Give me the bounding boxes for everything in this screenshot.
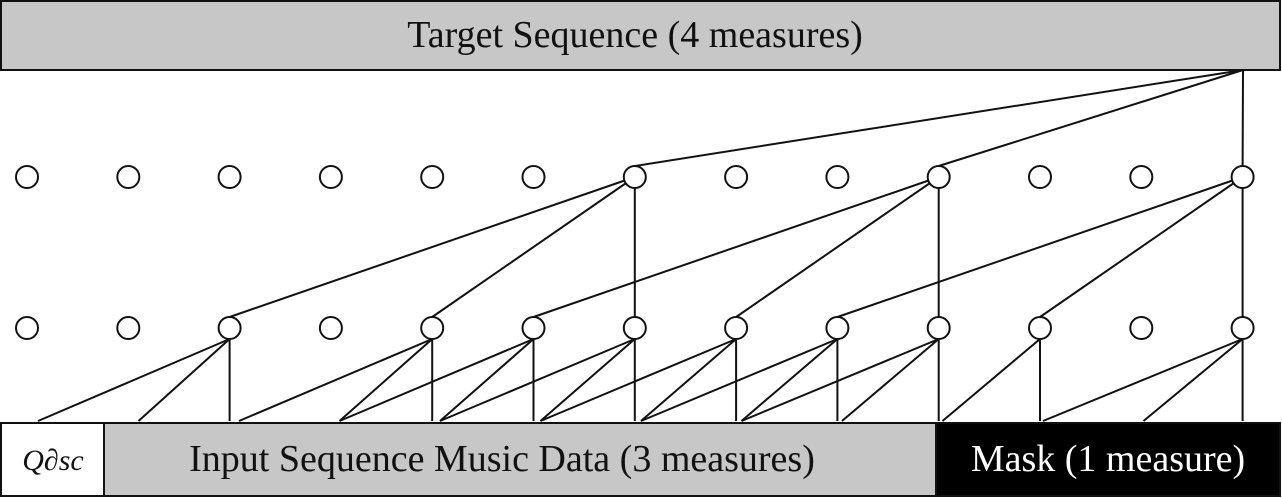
upper-layer-node — [217, 165, 242, 189]
edge-upper-to-lower — [837, 176, 1243, 318]
connection-lines — [37, 69, 1244, 422]
edge-upper-to-lower — [431, 176, 636, 318]
lower-layer-node — [420, 316, 445, 340]
edge-lower-to-input — [941, 338, 1041, 422]
upper-layer-node — [116, 165, 141, 189]
edge-lower-to-input — [540, 338, 737, 422]
edge-lower-to-input — [37, 338, 230, 422]
edge-lower-to-input — [238, 338, 433, 422]
edge-upper-to-lower — [533, 176, 940, 318]
edge-lower-to-input — [740, 338, 839, 422]
lower-layer-node — [521, 316, 546, 340]
edge-lower-to-input — [137, 338, 231, 422]
edge-lower-to-input — [640, 338, 838, 422]
lower-layer-node — [1129, 316, 1154, 340]
edge-lower-to-input — [1042, 338, 1243, 422]
upper-layer-node — [926, 165, 951, 189]
edge-lower-to-input — [741, 338, 940, 422]
mask-label: Mask (1 measure) — [971, 438, 1245, 480]
edge-upper-to-lower — [735, 176, 940, 318]
edge-upper-to-lower — [229, 176, 636, 318]
edge-lower-to-input — [439, 338, 535, 422]
lower-layer-node — [724, 316, 749, 340]
edge-lower-to-input — [339, 338, 534, 422]
node-layers — [15, 165, 1255, 340]
mask-box — [935, 422, 1281, 497]
lower-layer-node — [825, 316, 850, 340]
lower-layer-node — [926, 316, 951, 340]
qasc-label: Q∂sc — [22, 444, 83, 477]
lower-layer-node — [116, 316, 141, 340]
input-sequence-box — [103, 422, 937, 497]
edge-target-to-upper — [634, 69, 1244, 167]
upper-layer-node — [15, 165, 39, 189]
edge-lower-to-input — [1142, 338, 1244, 422]
lower-layer-node — [622, 316, 647, 340]
upper-layer-node — [724, 165, 749, 189]
edge-lower-to-input — [338, 338, 433, 422]
upper-layer-node — [622, 165, 647, 189]
upper-layer-node — [825, 165, 850, 189]
lower-layer-node — [15, 316, 39, 340]
upper-layer-node — [420, 165, 445, 189]
upper-layer-node — [1129, 165, 1154, 189]
qasc-box — [0, 422, 105, 497]
lower-layer-node — [1230, 316, 1255, 340]
upper-layer-node — [1028, 165, 1052, 189]
lower-layer-node — [1028, 316, 1052, 340]
upper-layer-node — [1230, 165, 1255, 189]
upper-layer-node — [521, 165, 546, 189]
edge-lower-to-input — [539, 338, 636, 422]
lower-layer-node — [318, 316, 343, 340]
edge-lower-to-input — [439, 338, 636, 422]
edge-target-to-upper — [938, 69, 1244, 167]
target-sequence-box — [0, 0, 1281, 71]
edge-lower-to-input — [841, 338, 940, 422]
upper-layer-node — [318, 165, 343, 189]
target-sequence-label: Target Sequence (4 measures) — [407, 14, 863, 56]
input-sequence-label: Input Sequence Music Data (3 measures) — [189, 438, 815, 480]
edge-upper-to-lower — [1039, 176, 1244, 318]
lower-layer-node — [217, 316, 242, 340]
edge-lower-to-input — [640, 338, 737, 422]
